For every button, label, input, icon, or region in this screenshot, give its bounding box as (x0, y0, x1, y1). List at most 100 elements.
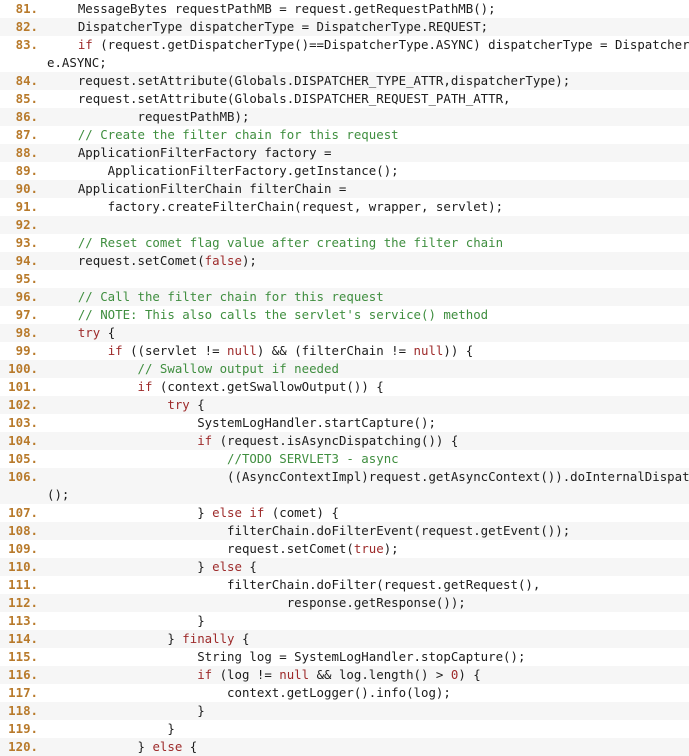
code-token: response.getResponse()); (48, 595, 466, 610)
code-token: e.ASYNC; (47, 55, 107, 70)
line-number: 94. (15, 253, 38, 268)
code-token: filterChain.doFilter(request.getRequest(… (48, 577, 541, 592)
line-number: 117. (8, 685, 38, 700)
code-text: request.setComet(true); (48, 540, 689, 558)
code-line: 88. ApplicationFilterFactory factory = (0, 144, 689, 162)
comment-token: // Swallow output if needed (48, 361, 339, 376)
code-line: 107. } else if (comet) { (0, 504, 689, 522)
line-number: 88. (15, 145, 38, 160)
code-text: } else if (comet) { (48, 504, 689, 522)
code-text-wrap: (); (0, 486, 689, 504)
code-text: MessageBytes requestPathMB = request.get… (48, 0, 689, 18)
code-line: 106. ((AsyncContextImpl)request.getAsync… (0, 468, 689, 486)
code-text: if (request.isAsyncDispatching()) { (48, 432, 689, 450)
code-text: } (48, 720, 689, 738)
code-token: factory.createFilterChain(request, wrapp… (48, 199, 504, 214)
code-line: 81. MessageBytes requestPathMB = request… (0, 0, 689, 18)
code-token: (comet) { (264, 505, 339, 520)
line-number: 107. (8, 505, 38, 520)
code-line: 112. response.getResponse()); (0, 594, 689, 612)
code-token: { (241, 559, 257, 574)
keyword-token: if (107, 343, 123, 358)
keyword-token: else (152, 739, 183, 754)
code-text: SystemLogHandler.startCapture(); (48, 414, 689, 432)
code-text: ApplicationFilterChain filterChain = (48, 180, 689, 198)
code-line: 102. try { (0, 396, 689, 414)
comment-token: //TODO SERVLET3 - async (48, 451, 399, 466)
line-number: 113. (8, 613, 38, 628)
code-line: 117. context.getLogger().info(log); (0, 684, 689, 702)
code-line: 97. // NOTE: This also calls the servlet… (0, 306, 689, 324)
comment-token: // Call the filter chain for this reques… (48, 289, 384, 304)
line-number: 110. (8, 559, 38, 574)
code-line: 90. ApplicationFilterChain filterChain = (0, 180, 689, 198)
code-line: 111. filterChain.doFilter(request.getReq… (0, 576, 689, 594)
code-token (48, 379, 138, 394)
code-line: 114. } finally { (0, 630, 689, 648)
code-token: SystemLogHandler.startCapture(); (48, 415, 436, 430)
keyword-token: try (77, 325, 101, 340)
code-token (48, 343, 108, 358)
code-line: 116. if (log != null && log.length() > 0… (0, 666, 689, 684)
code-text: ((AsyncContextImpl)request.getAsyncConte… (48, 468, 689, 486)
code-line: 100. // Swallow output if needed (0, 360, 689, 378)
code-line: 118. } (0, 702, 689, 720)
code-line: 82. DispatcherType dispatcherType = Disp… (0, 18, 689, 36)
line-number: 118. (8, 703, 38, 718)
comment-token: // NOTE: This also calls the servlet's s… (48, 307, 489, 322)
code-token: )) { (443, 343, 474, 358)
code-line: 109. request.setComet(true); (0, 540, 689, 558)
code-token: { (234, 631, 250, 646)
code-token: } (48, 631, 183, 646)
line-number: 104. (8, 433, 38, 448)
line-number: 93. (15, 235, 38, 250)
line-number: 105. (8, 451, 38, 466)
code-text: } (48, 702, 689, 720)
code-line: 113. } (0, 612, 689, 630)
code-token: { (189, 397, 205, 412)
line-number: 116. (8, 667, 38, 682)
keyword-token: if (77, 37, 93, 52)
code-text: context.getLogger().info(log); (48, 684, 689, 702)
code-text: String log = SystemLogHandler.stopCaptur… (48, 648, 689, 666)
code-token: } (48, 613, 205, 628)
code-token: } (48, 721, 175, 736)
code-line: 84. request.setAttribute(Globals.DISPATC… (0, 72, 689, 90)
comment-token: // Create the filter chain for this requ… (48, 127, 399, 142)
code-text: DispatcherType dispatcherType = Dispatch… (48, 18, 689, 36)
code-line: 105. //TODO SERVLET3 - async (0, 450, 689, 468)
keyword-token: if (137, 379, 153, 394)
line-number: 96. (15, 289, 38, 304)
keyword-token: if (197, 433, 213, 448)
line-number: 82. (15, 19, 38, 34)
code-text: filterChain.doFilterEvent(request.getEve… (48, 522, 689, 540)
code-token: request.setAttribute(Globals.DISPATCHER_… (48, 91, 511, 106)
line-number: 87. (15, 127, 38, 142)
keyword-token: if (197, 667, 213, 682)
line-number: 83. (15, 37, 38, 52)
line-number: 89. (15, 163, 38, 178)
code-text: if ((servlet != null) && (filterChain !=… (48, 342, 689, 360)
code-token (48, 37, 78, 52)
line-number: 81. (15, 1, 38, 16)
keyword-token: null (227, 343, 257, 358)
code-token: } (48, 703, 205, 718)
code-line: 93. // Reset comet flag value after crea… (0, 234, 689, 252)
code-line: 108. filterChain.doFilterEvent(request.g… (0, 522, 689, 540)
code-line: 86. requestPathMB); (0, 108, 689, 126)
code-token (48, 667, 197, 682)
keyword-token: else if (212, 505, 265, 520)
code-token: ((AsyncContextImpl)request.getAsyncConte… (48, 469, 689, 484)
code-token: (request.getDispatcherType()==Dispatcher… (92, 37, 689, 52)
code-token: ApplicationFilterChain filterChain = (48, 181, 347, 196)
line-number: 95. (15, 271, 38, 286)
code-token: ) { (458, 667, 481, 682)
code-line: 115. String log = SystemLogHandler.stopC… (0, 648, 689, 666)
line-number: 98. (15, 325, 38, 340)
keyword-token: else (212, 559, 242, 574)
comment-token: // Reset comet flag value after creating… (48, 235, 504, 250)
line-number: 102. (8, 397, 38, 412)
line-number: 97. (15, 307, 38, 322)
code-token: ApplicationFilterFactory factory = (48, 145, 332, 160)
code-text: if (request.getDispatcherType()==Dispatc… (48, 36, 689, 54)
